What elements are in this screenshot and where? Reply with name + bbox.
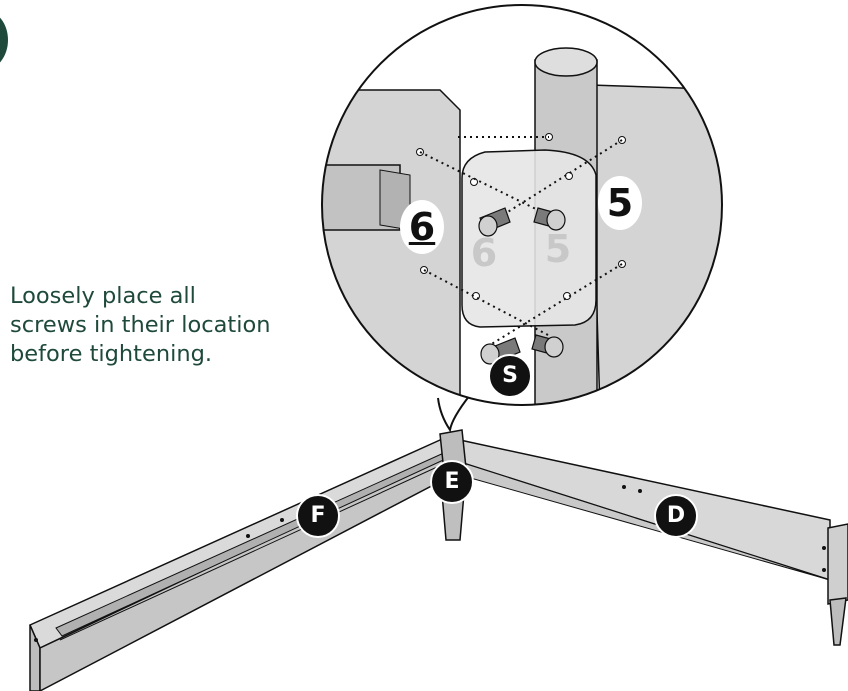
instruction-line-2: screws in their location [10,311,340,340]
instruction-text: Loosely place all screws in their locati… [10,282,340,369]
part-number-6: 6 [400,200,444,254]
instruction-line-3: before tightening. [10,340,340,369]
callout-e: E [430,460,474,504]
bracket-label-6: 6 [462,226,506,280]
callout-s: S [488,354,532,398]
callout-f: F [296,494,340,538]
instruction-line-1: Loosely place all [10,282,340,311]
part-number-5: 5 [598,176,642,230]
bracket-label-5: 5 [536,222,580,276]
rail-f [30,440,462,691]
rail-d [460,440,830,580]
callout-d: D [654,494,698,538]
